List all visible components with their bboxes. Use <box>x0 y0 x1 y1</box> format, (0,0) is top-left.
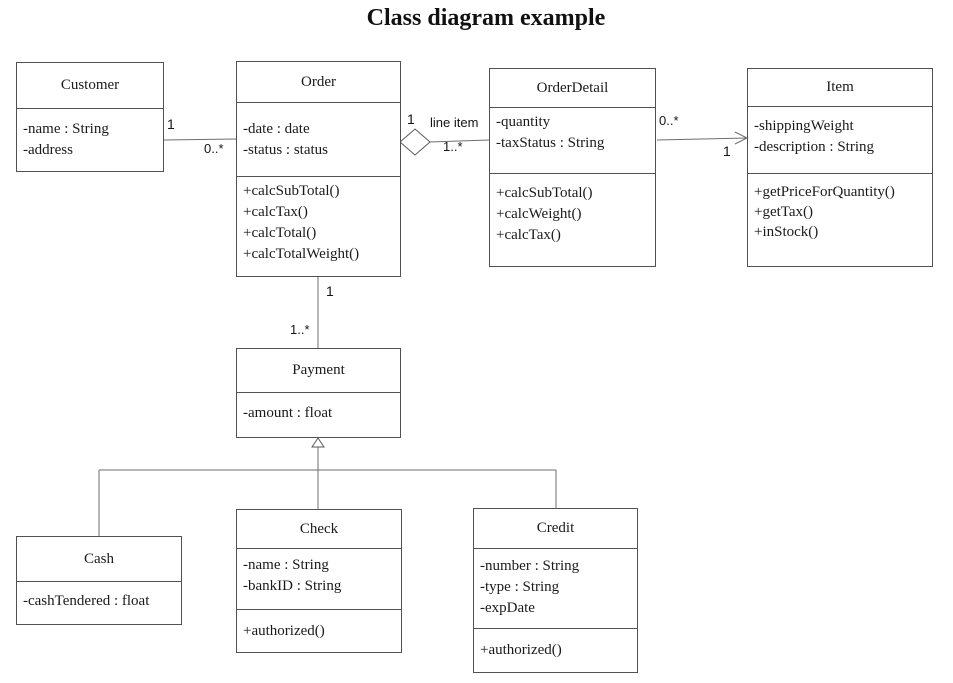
multiplicity-payment-many: 1..* <box>290 322 310 337</box>
class-item[interactable]: Item -shippingWeight -description : Stri… <box>747 68 933 267</box>
attribute: -bankID : String <box>243 578 342 594</box>
class-order[interactable]: Order -date : date -status : status +cal… <box>236 61 401 277</box>
class-customer-title: Customer <box>17 63 163 109</box>
class-check[interactable]: Check -name : String -bankID : String +a… <box>236 509 402 653</box>
method: +calcTotalWeight() <box>243 246 360 262</box>
class-orderdetail[interactable]: OrderDetail -quantity -taxStatus : Strin… <box>489 68 656 267</box>
attribute: -expDate <box>480 600 535 616</box>
class-cash-title: Cash <box>17 537 181 582</box>
method: +authorized() <box>480 642 562 658</box>
attribute: -taxStatus : String <box>496 135 605 151</box>
association-role-line-item: line item <box>430 115 479 130</box>
method: +calcWeight() <box>496 206 582 222</box>
aggregation-diamond-icon <box>399 128 431 156</box>
diagram-title: Class diagram example <box>366 5 606 31</box>
method: +calcTax() <box>243 204 308 220</box>
class-credit[interactable]: Credit -number : String -type : String -… <box>473 508 638 673</box>
attribute: -date : date <box>243 121 310 137</box>
attribute: -type : String <box>480 579 560 595</box>
class-payment-title: Payment <box>237 349 400 393</box>
multiplicity-item-one: 1 <box>723 143 731 159</box>
class-check-title: Check <box>237 510 401 549</box>
class-credit-title: Credit <box>474 509 637 549</box>
attribute: -amount : float <box>243 405 333 421</box>
class-orderdetail-title: OrderDetail <box>490 69 655 108</box>
multiplicity-order-payment-one: 1 <box>326 283 334 299</box>
association-customer-order <box>163 138 237 141</box>
multiplicity-order-many: 0..* <box>204 141 224 156</box>
association-orderdetail-item <box>656 137 748 141</box>
attribute: -status : status <box>243 142 328 158</box>
class-item-title: Item <box>748 69 932 107</box>
attribute: -address <box>23 142 73 158</box>
multiplicity-detail-many: 0..* <box>659 113 679 128</box>
multiplicity-aggregate-one: 1 <box>407 111 415 127</box>
method: +calcSubTotal() <box>243 183 340 199</box>
class-order-title: Order <box>237 62 400 103</box>
attribute: -name : String <box>243 557 329 573</box>
method: +calcTotal() <box>243 225 317 241</box>
method: +getTax() <box>754 204 814 220</box>
method: +getPriceForQuantity() <box>754 184 895 200</box>
class-customer[interactable]: Customer -name : String -address <box>16 62 164 172</box>
association-order-orderdetail <box>429 139 490 143</box>
attribute: -name : String <box>23 121 109 137</box>
attribute: -shippingWeight <box>754 118 854 134</box>
multiplicity-orderdetail-many: 1..* <box>443 139 463 154</box>
method: +authorized() <box>243 623 325 639</box>
method: +calcTax() <box>496 227 561 243</box>
attribute: -number : String <box>480 558 580 574</box>
class-payment[interactable]: Payment -amount : float <box>236 348 401 438</box>
method: +inStock() <box>754 224 819 240</box>
attribute: -quantity <box>496 114 551 130</box>
attribute: -cashTendered : float <box>23 593 150 609</box>
generalization-triangle-icon <box>311 437 325 448</box>
method: +calcSubTotal() <box>496 185 593 201</box>
multiplicity-customer-one: 1 <box>167 116 175 132</box>
attribute: -description : String <box>754 139 874 155</box>
class-cash[interactable]: Cash -cashTendered : float <box>16 536 182 625</box>
